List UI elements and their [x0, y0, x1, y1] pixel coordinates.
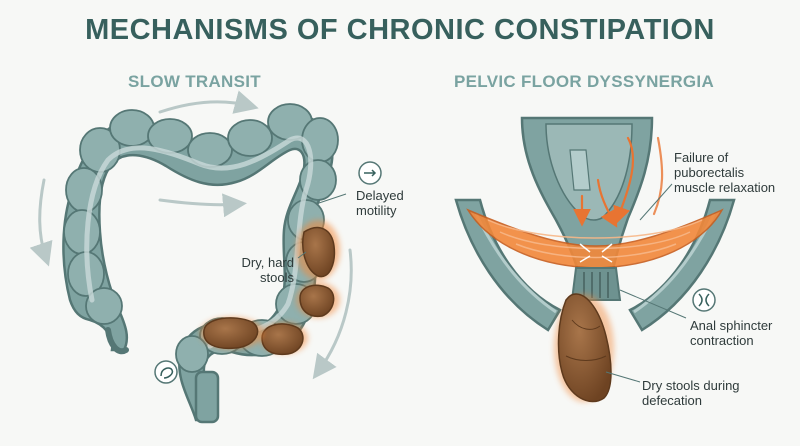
label-anal-sphincter: Anal sphincter contraction [690, 318, 772, 348]
label-dry-hard-stools: Dry, hard stools [232, 255, 294, 285]
colon-stools [200, 220, 340, 354]
colon [63, 104, 338, 422]
descending-stool [554, 294, 614, 402]
label-dry-stools-defecation: Dry stools during defecation [642, 378, 740, 408]
arrow-badge-icon [359, 162, 381, 184]
label-delayed-motility: Delayed motility [356, 188, 404, 218]
stool-badge-icon [155, 361, 177, 383]
sphincter-badge-icon [693, 289, 715, 311]
label-puborectalis: Failure of puborectalis muscle relaxatio… [674, 150, 775, 195]
